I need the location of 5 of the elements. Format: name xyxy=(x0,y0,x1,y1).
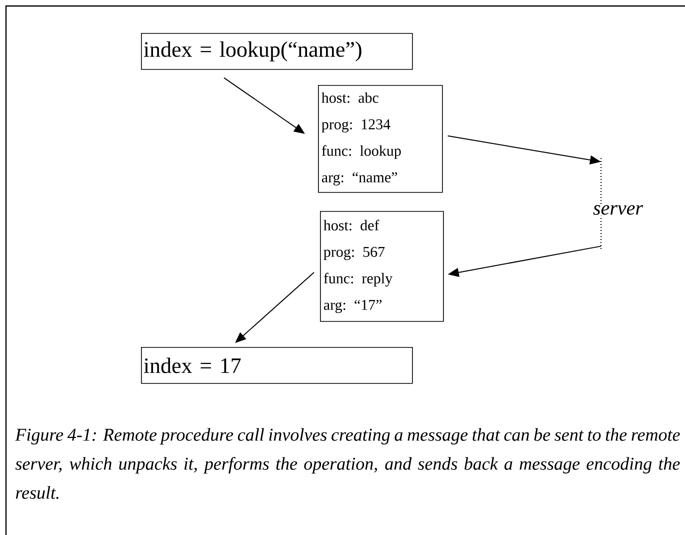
text-box: index = 17 xyxy=(141,347,413,384)
text-box: index = lookup(“name”) xyxy=(141,33,413,70)
message-box: host: abc prog: 1234 func: lookup arg: “name” xyxy=(318,85,443,193)
message-box: host: def prog: 567 func: reply arg: “17” xyxy=(320,211,444,322)
caption: Figure 4-1: Remote procedure call involves creating a message that can be sent to the remote server, which unpacks it, performs the operation, and sends back a message encoding the result. xyxy=(15,428,680,499)
